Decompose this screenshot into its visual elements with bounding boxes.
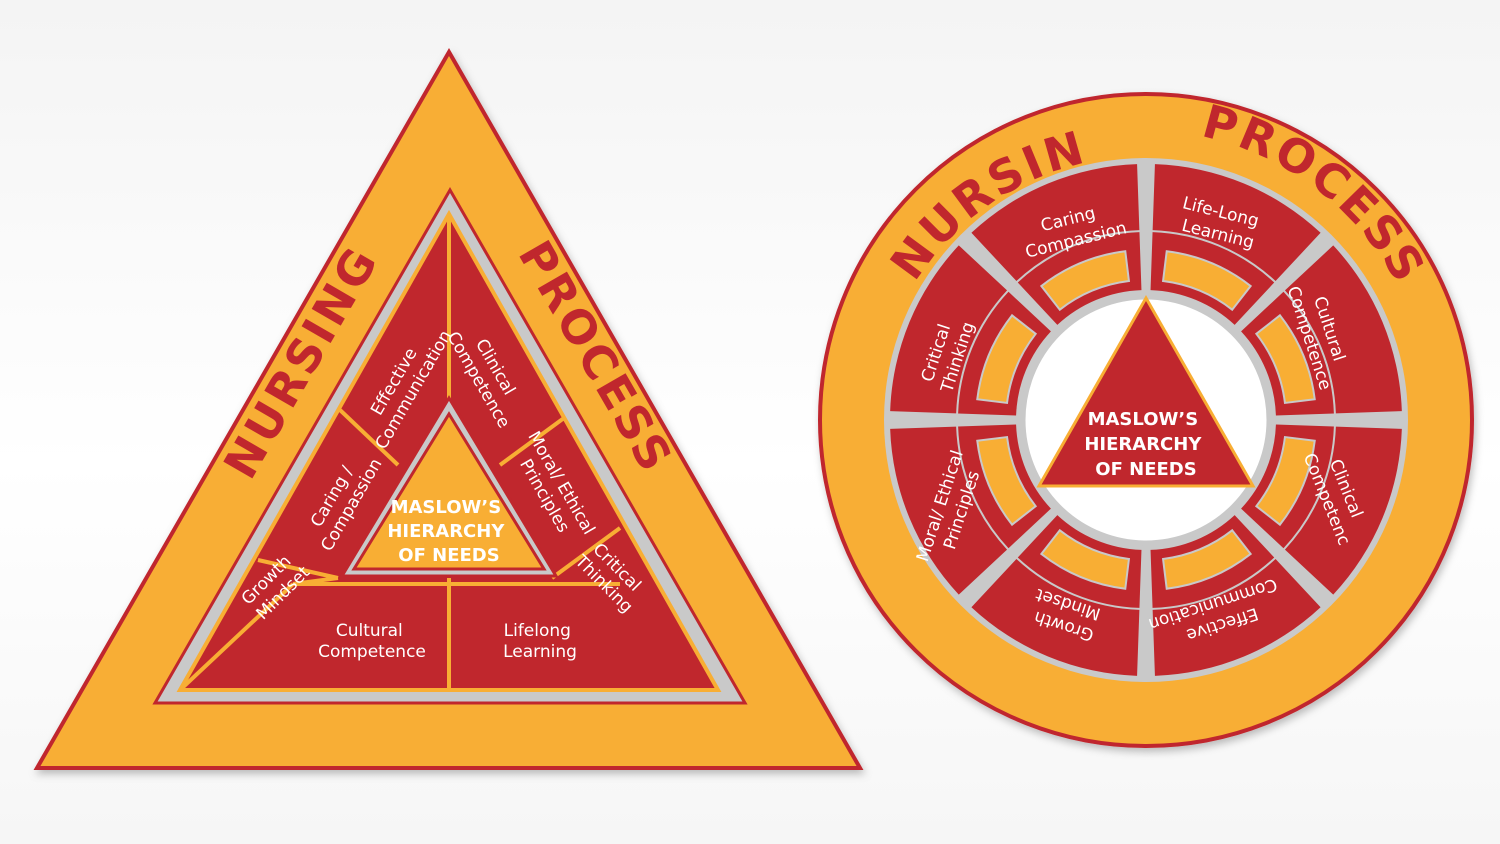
ring-sector bbox=[1284, 245, 1402, 414]
triangle-center-label: MASLOW’S HIERARCHY OF NEEDS bbox=[387, 497, 510, 566]
orange-arc-block bbox=[1161, 528, 1253, 590]
triangle-center-line-1: MASLOW’S bbox=[391, 497, 502, 518]
orange-arc-block bbox=[1254, 435, 1316, 527]
circle-center-triangle bbox=[1036, 294, 1256, 488]
ring-sector bbox=[1284, 426, 1402, 595]
ring-sector bbox=[1152, 164, 1321, 282]
triangle-center-line-3: OF NEEDS bbox=[398, 545, 499, 566]
orange-arc-block bbox=[1039, 528, 1131, 590]
circle-center-label: MASLOW’S HIERARCHY OF NEEDS bbox=[1084, 409, 1207, 480]
triangle-center bbox=[351, 411, 547, 571]
triangle-divider-lines bbox=[178, 214, 622, 692]
tri-label-line: Lifelong bbox=[504, 621, 571, 641]
orange-arc-block bbox=[976, 313, 1038, 405]
ring-sector bbox=[971, 558, 1140, 676]
triangle-center-line-2: HIERARCHY bbox=[387, 521, 505, 542]
ring-sector bbox=[1152, 558, 1321, 676]
circle-center-line-3: OF NEEDS bbox=[1095, 459, 1196, 480]
circle-arc-blocks bbox=[976, 250, 1316, 590]
tri-label-line: Competence bbox=[318, 642, 426, 662]
tri-label-cultural-competence: Cultural Competence bbox=[318, 621, 426, 662]
circ-label-life-long-learning: Life-Long Learning bbox=[1175, 193, 1266, 254]
circle-center-line-2: HIERARCHY bbox=[1084, 434, 1202, 455]
tri-label-line: Learning bbox=[503, 642, 577, 662]
orange-arc-block bbox=[1254, 313, 1316, 405]
triangle-diagram: MASLOW’S HIERARCHY OF NEEDS NURSING PROC… bbox=[33, 47, 864, 770]
tri-label-line: Cultural bbox=[336, 621, 403, 641]
orange-arc-block bbox=[1039, 250, 1131, 312]
ring-sector bbox=[971, 164, 1140, 282]
orange-arc-block bbox=[976, 435, 1038, 527]
tri-label-lifelong-learning: Lifelong Learning bbox=[503, 621, 577, 662]
ring-sector bbox=[890, 426, 1008, 595]
circle-center-line-1: MASLOW’S bbox=[1088, 409, 1199, 430]
ring-sector bbox=[890, 245, 1008, 414]
orange-arc-block bbox=[1161, 250, 1253, 312]
